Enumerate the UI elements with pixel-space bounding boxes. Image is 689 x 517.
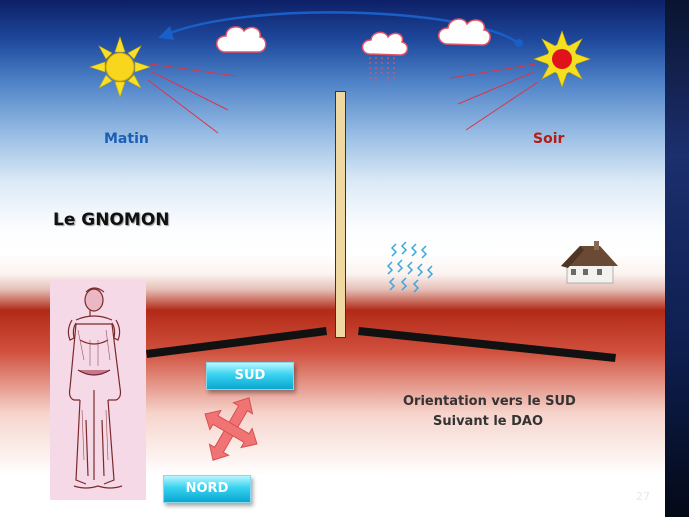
orientation-line-1: Orientation vers le SUD — [403, 394, 576, 409]
cloud-icon — [439, 19, 490, 45]
morning-sun-rays — [148, 64, 236, 133]
morning-sun-icon — [90, 37, 150, 97]
orientation-line-2: Suivant le DAO — [433, 414, 543, 429]
side-border — [665, 0, 689, 517]
officer-sketch-icon — [50, 280, 146, 500]
evening-sun-rays — [450, 64, 538, 130]
rain-cloud-icon — [362, 32, 407, 86]
page-number: 27 — [636, 490, 650, 503]
compass-arrow-icon — [187, 383, 275, 475]
wind-icon — [388, 242, 432, 292]
house-icon — [561, 241, 618, 283]
morning-label: Matin — [104, 131, 149, 147]
ground-line-right — [358, 327, 616, 362]
slide-title: Le GNOMON — [53, 210, 170, 230]
gnomon-pole — [335, 91, 346, 338]
south-button[interactable]: SUD — [206, 362, 294, 390]
slide: Matin Soir Le GNOMON Orientation vers le… — [0, 0, 665, 517]
north-button[interactable]: NORD — [163, 475, 251, 503]
evening-label: Soir — [533, 131, 564, 147]
cloud-icon — [217, 27, 266, 52]
ground-line-left — [146, 327, 327, 358]
evening-sun-icon — [534, 31, 590, 87]
